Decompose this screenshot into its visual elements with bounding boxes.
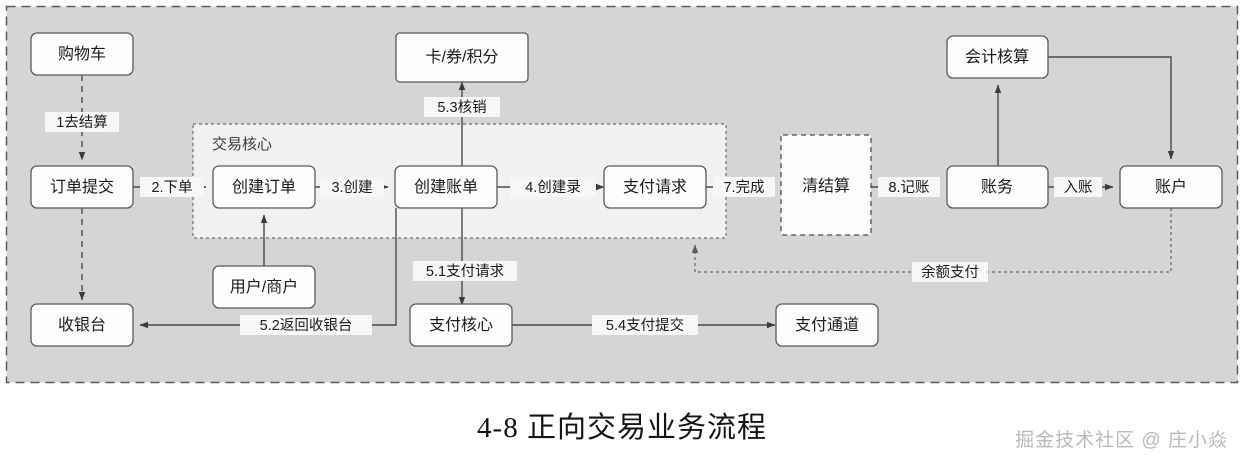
edge-label-6: 8.记账 [878, 177, 940, 197]
node-user-merchant[interactable]: 用户/商户 [212, 265, 316, 309]
node-pay-core[interactable]: 支付核心 [409, 303, 513, 347]
node-create-order[interactable]: 创建订单 [212, 165, 316, 209]
edge-label-13: 5.4支付提交 [592, 315, 698, 335]
node-order-submit-rect[interactable] [30, 165, 134, 209]
node-create-bill-label: 创建账单 [414, 178, 478, 196]
node-pay-channel-label: 支付通道 [795, 316, 859, 334]
node-clearing-label: 清结算 [802, 176, 850, 195]
edge-label-clearing-finance-text: 8.记账 [888, 179, 929, 196]
node-finance[interactable]: 账务 [946, 165, 1049, 209]
node-pay-request-rect[interactable] [603, 165, 707, 209]
node-accounting-rect[interactable] [946, 35, 1049, 79]
node-user-merchant-label: 用户/商户 [230, 278, 298, 296]
node-pay-channel[interactable]: 支付通道 [775, 303, 879, 347]
node-cashier[interactable]: 收银台 [30, 303, 134, 347]
edge-create-bill-to-cashier [139, 208, 397, 329]
node-clearing-rect[interactable] [780, 134, 872, 236]
edge-label-10: 5.3核销 [424, 97, 500, 117]
edge-label-1: 1去结算 [45, 112, 119, 132]
node-pay-request-label: 支付请求 [623, 178, 687, 196]
node-card-coupon-label: 卡/券/积分 [426, 48, 499, 66]
edge-label-16: 余额支付 [912, 262, 988, 282]
edge-label-payreq-clearing-text: 7.完成 [723, 179, 764, 196]
node-pay-core-rect[interactable] [409, 303, 513, 347]
node-create-order-rect[interactable] [212, 165, 316, 209]
node-create-bill-rect[interactable] [394, 165, 498, 209]
node-cashier-rect[interactable] [30, 303, 134, 347]
node-order-submit[interactable]: 订单提交 [30, 165, 134, 209]
node-accounting-label: 会计核算 [965, 47, 1029, 66]
edge-accounting-to-account [1048, 56, 1175, 160]
edge-label-bill-paycore-text: 5.1支付请求 [426, 263, 505, 280]
node-finance-label: 账务 [981, 178, 1013, 196]
node-order-submit-label: 订单提交 [50, 178, 114, 196]
edge-label-12: 5.2返回收银台 [240, 315, 372, 335]
node-finance-rect[interactable] [946, 165, 1049, 209]
node-pay-channel-rect[interactable] [775, 303, 879, 347]
node-accounting[interactable]: 会计核算 [946, 35, 1049, 79]
node-account[interactable]: 账户 [1119, 165, 1223, 209]
edge-label-2: 2.下单 [140, 177, 204, 197]
node-cashier-label: 收银台 [58, 316, 106, 334]
edge-label-4: 4.创建录 [510, 177, 596, 197]
node-account-label: 账户 [1155, 178, 1187, 196]
node-account-rect[interactable] [1119, 165, 1223, 209]
edge-label-7: 入账 [1054, 177, 1102, 197]
node-cart-label: 购物车 [58, 45, 106, 63]
edge-label-order-create-text: 2.下单 [151, 179, 192, 196]
edge-label-11: 5.1支付请求 [413, 261, 517, 281]
edge-label-bill-card-text: 5.3核销 [437, 99, 486, 116]
node-user-merchant-rect[interactable] [212, 265, 316, 309]
flowchart-canvas: 交易核心 [5, 5, 1239, 384]
edge-label-3: 3.创建 [320, 177, 384, 197]
edge-label-cart-order-text: 1去结算 [56, 114, 108, 131]
node-card-coupon[interactable]: 卡/券/积分 [395, 32, 529, 83]
edge-label-paycore-channel-text: 5.4支付提交 [606, 316, 684, 334]
node-cart-rect[interactable] [30, 32, 134, 76]
edge-label-bill-payreq-text: 4.创建录 [525, 179, 581, 196]
edge-label-create-bill-text: 3.创建 [331, 179, 372, 196]
node-clearing[interactable]: 清结算 [780, 134, 872, 236]
figure-caption: 4-8 正向交易业务流程 [477, 412, 767, 444]
group-trade-core-label: 交易核心 [212, 135, 272, 153]
edge-label-bill-cashier-text: 5.2返回收银台 [260, 317, 353, 334]
node-create-bill[interactable]: 创建账单 [394, 165, 498, 209]
edge-label-balance-pay-text: 余额支付 [921, 263, 979, 281]
node-create-order-label: 创建订单 [232, 178, 296, 196]
node-cart[interactable]: 购物车 [30, 32, 134, 76]
node-pay-core-label: 支付核心 [429, 316, 493, 334]
node-pay-request[interactable]: 支付请求 [603, 165, 707, 209]
edge-label-5: 7.完成 [713, 177, 775, 197]
edge-label-finance-account-text: 入账 [1064, 179, 1093, 196]
node-card-coupon-rect[interactable] [395, 32, 529, 83]
watermark: 掘金技术社区 @ 庄小焱 [1015, 430, 1228, 451]
